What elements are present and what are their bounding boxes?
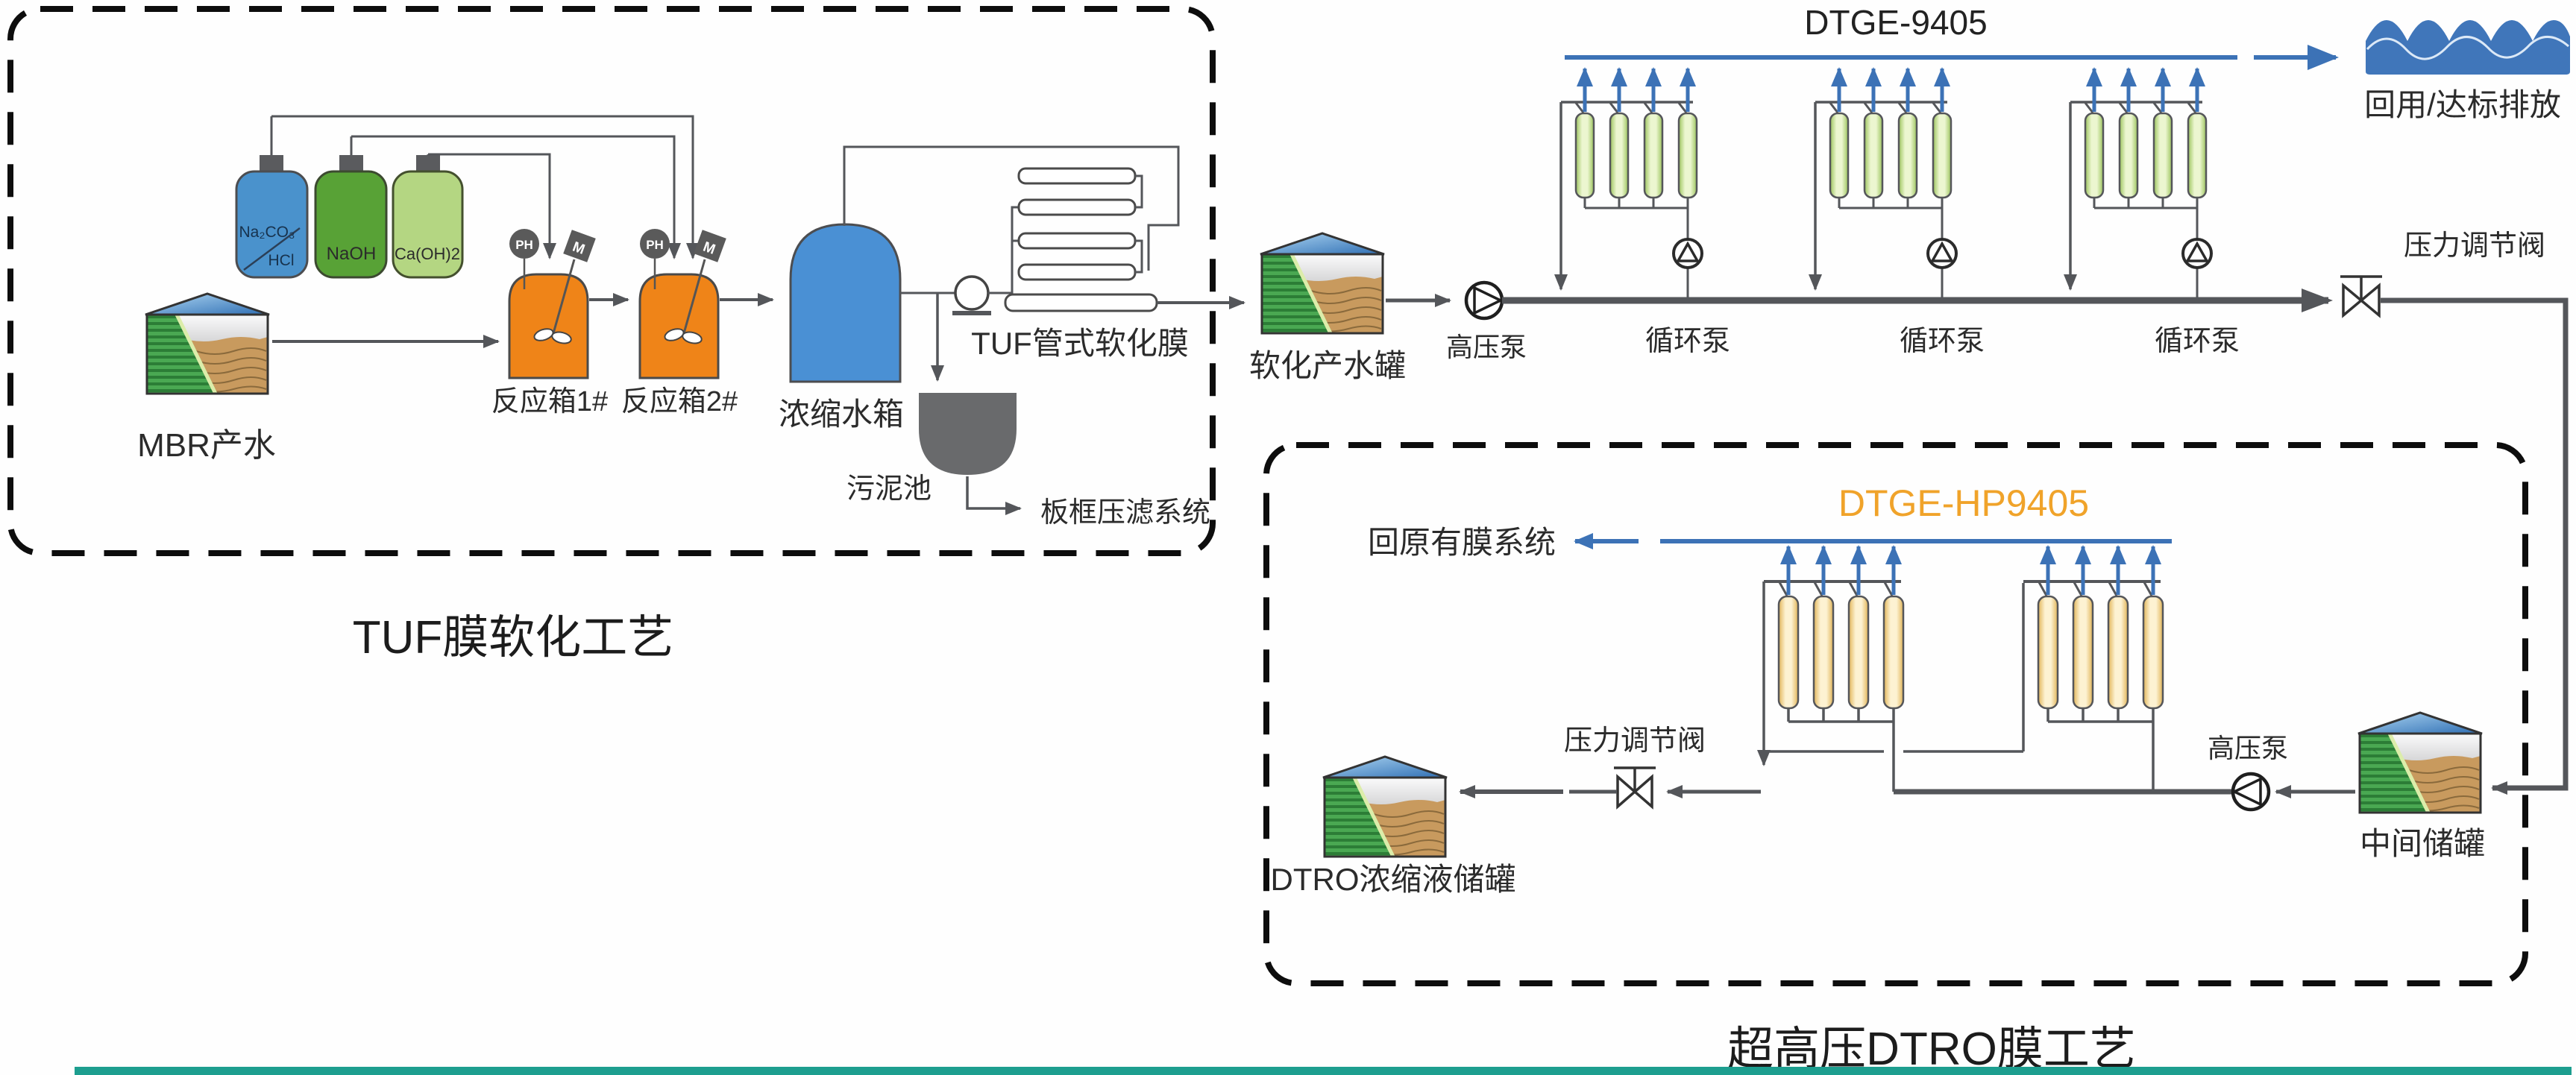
tuf-section: Na₂CO₃ HCl NaOH Ca(OH)2 MBR产水 [7,6,1245,663]
footer-accent-bar [75,1067,2572,1075]
hp-pump-bottom-label: 高压泵 [2208,733,2288,763]
dtro-section-title: 超高压DTRO膜工艺 [1727,1024,2136,1075]
return-membrane-label: 回原有膜系统 [1368,525,1556,560]
sludge-pool-label: 污泥池 [846,473,932,505]
dtro-tank-label: DTRO浓缩液储罐 [1271,862,1516,897]
ph-sensor-label: PH [515,238,533,252]
chemical-bottle-na2co3-hcl: Na₂CO₃ HCl [235,116,309,279]
circ-pump1-label: 循环泵 [1645,326,1730,357]
ph-sensor-label: PH [646,238,664,252]
membrane-return-loop [843,145,1180,271]
chemical-bottle-naoh: NaOH [314,136,388,279]
pressure-valve-top-icon [2340,275,2382,318]
bottle2-label: NaOH [327,244,377,264]
tuf-membrane-label: TUF管式软化膜 [971,326,1189,361]
membrane-bank-2 [1815,69,1956,300]
dtro-piping [1666,581,2233,798]
dtro-dashed-border [1263,442,2528,986]
dtro-membrane-bank-2 [2023,546,2163,792]
reuse-water-body [2366,20,2570,75]
mbr-feed-tank-icon [145,294,269,394]
reactor-tank-2: PH M [638,229,726,379]
dtge-9405-array: 软化产水罐 高压泵 DTGE-9405 循环泵 循环泵 循环泵 压力调节阀 [1249,3,2570,795]
mixer-motor-icon: M [563,230,596,262]
svg-text:M: M [701,239,717,258]
reuse-discharge-label: 回用/达标排放 [2364,87,2561,122]
mid-tank-label: 中间储罐 [2360,826,2485,861]
hp-pump-top-label: 高压泵 [1446,332,1527,362]
dtro-concentrate-tank-icon [1323,757,1447,857]
reactor2-label: 反应箱2# [621,386,738,417]
svg-text:M: M [571,239,587,258]
concentrate-to-mid-tank-pipe [2381,297,2569,795]
membrane-connectors [1135,174,1143,274]
filter-press-label: 板框压滤系统 [1040,497,1210,529]
softened-water-tank-icon [1260,233,1384,333]
model-bottom-label: DTGE-HP9405 [1838,482,2089,524]
mbr-feed-label: MBR产水 [137,427,276,464]
membrane-bank-1 [1561,69,1702,300]
pump-to-membrane-pipe [988,206,1019,294]
hp-pump-bottom-icon [2231,772,2271,812]
valve-top-label: 压力调节阀 [2404,230,2545,262]
softened-tank-label: 软化产水罐 [1249,348,1406,383]
tuf-membrane-stack [1004,167,1158,312]
concentrate-tank-label: 浓缩水箱 [779,397,904,432]
concentrate-tank-icon [789,223,902,383]
dosing-pipes [271,115,700,259]
bottle3-label: Ca(OH)2 [395,245,460,263]
chemical-bottle-caoh2: Ca(OH)2 [392,154,464,279]
membrane-bank-3 [2070,69,2211,300]
dtro-membrane-bank-1 [1764,546,1903,792]
reactor-tank-1: PH M [508,229,596,379]
tuf-section-title: TUF膜软化工艺 [353,612,674,663]
model-top-label: DTGE-9405 [1804,3,1987,42]
pressure-valve-bottom-icon [1614,766,1656,810]
mid-tank-icon [2358,713,2482,813]
reactor1-label: 反应箱1# [491,386,608,417]
filter-press-pipe [966,476,1022,515]
circ-pump3-label: 循环泵 [2155,326,2240,357]
hp-pump-top-icon [1464,280,1504,321]
sludge-pool-icon [919,393,1017,475]
bottle1-label-top: Na₂CO₃ [239,224,295,241]
wave-icon [2366,20,2570,75]
dtro-section: DTGE-HP9405 回原有膜系统 压力调节阀 DTRO浓缩液储 [1263,442,2528,1075]
ph-sensor-icon [509,229,539,259]
bottle1-label-bottom: HCl [268,252,295,269]
bottle-slash [243,227,301,271]
ph-sensor-icon [640,229,670,259]
valve-bottom-label: 压力调节阀 [1564,725,1706,757]
tuf-circulation-pump-icon [954,275,990,311]
circ-pump2-label: 循环泵 [1900,326,1985,357]
mixer-motor-icon: M [694,230,726,262]
tuf-dashed-border [7,6,1216,556]
